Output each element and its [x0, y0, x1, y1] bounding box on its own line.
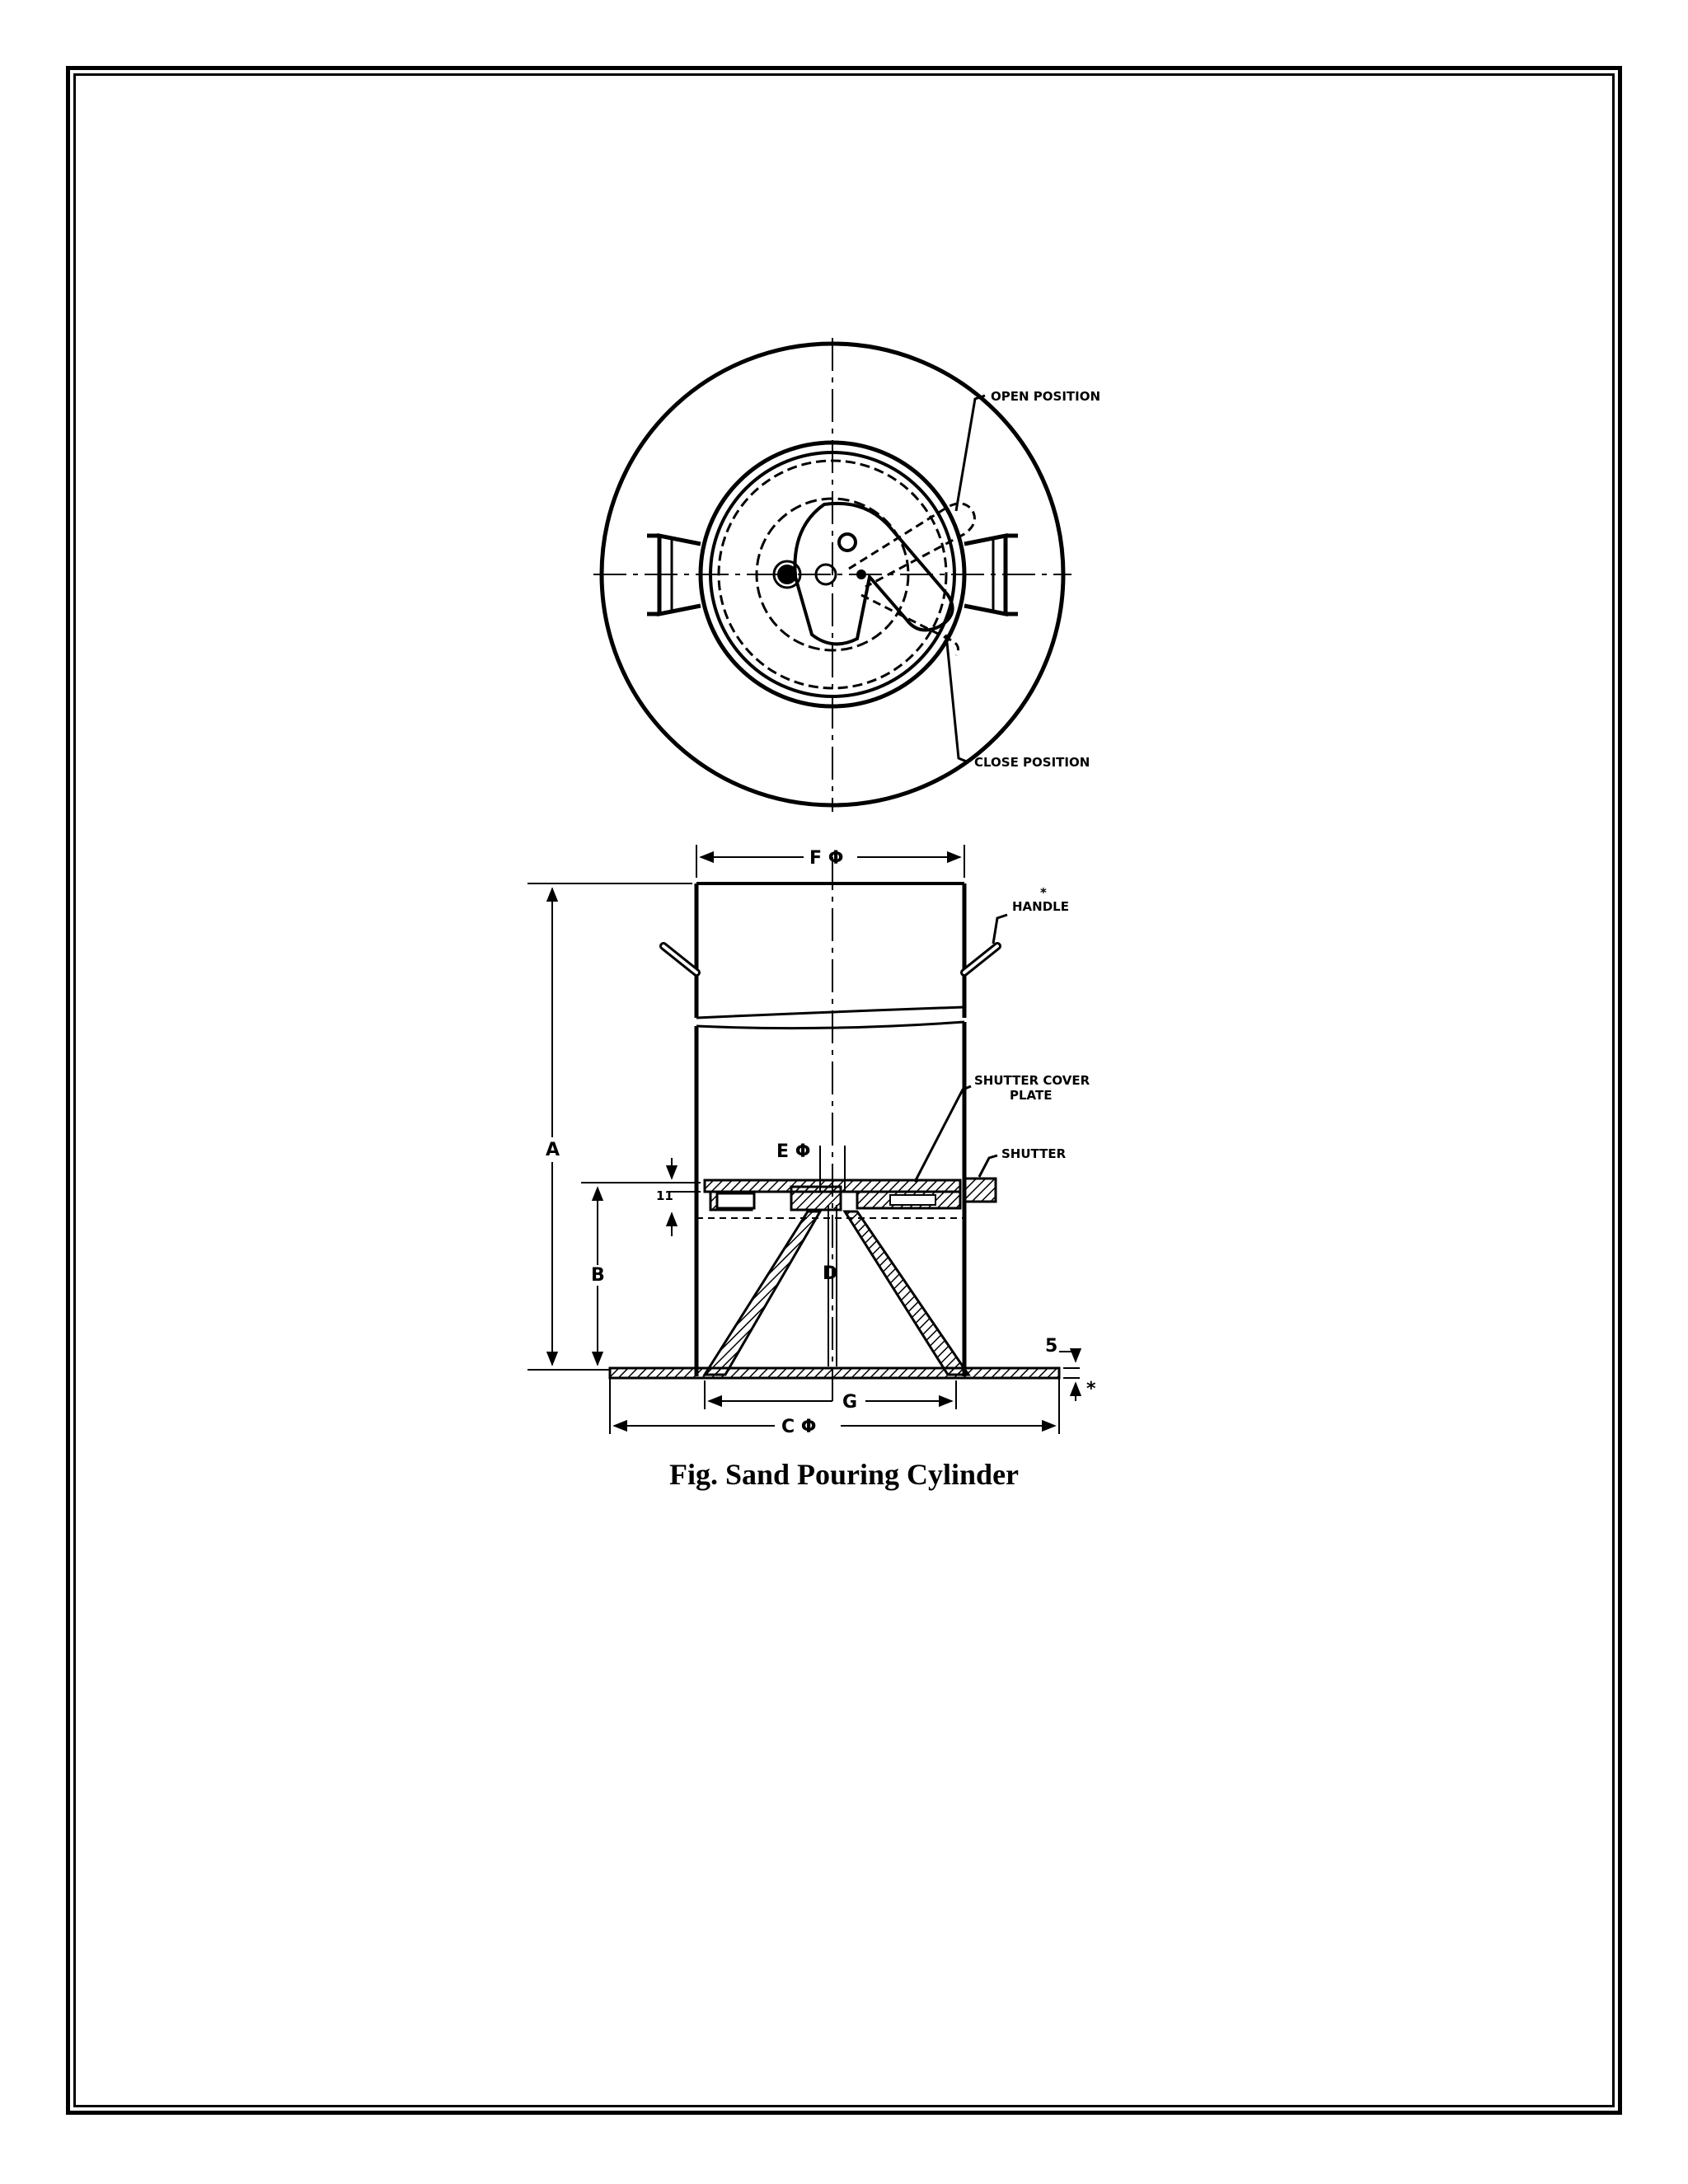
shutter-knob [963, 1177, 997, 1203]
base-plate [608, 1366, 1061, 1380]
figure-caption: Fig. Sand Pouring Cylinder [668, 1458, 1020, 1491]
cone-left [702, 1210, 823, 1376]
dimension-d: D [823, 1263, 837, 1284]
left-handle-plan [647, 532, 701, 617]
shutter-hole [837, 532, 857, 552]
page-border-inner [73, 73, 1615, 2107]
handle-right [960, 942, 1001, 977]
shutter-cover-plate-label-2: PLATE [1010, 1088, 1052, 1103]
pouring-hole [814, 563, 837, 586]
dimension-e: E Φ [776, 1141, 810, 1162]
shutter-open-outline [848, 502, 976, 588]
page-border-outer [66, 66, 1622, 2115]
elevation-view [528, 845, 1082, 1434]
shutter-leader [978, 1154, 998, 1178]
dimension-plate-thickness: 11 [656, 1188, 673, 1203]
dimension-c: C Φ [781, 1417, 817, 1437]
dimension-f: F Φ [809, 848, 843, 869]
plan-view [593, 338, 1071, 812]
dimension-g: G [842, 1392, 857, 1413]
dimension-base-thickness: 5 [1045, 1336, 1057, 1357]
dimension-base-mark: * [1086, 1379, 1096, 1399]
handle-label: HANDLE [1012, 899, 1069, 914]
close-position-leader [945, 634, 969, 764]
right-handle-plan [964, 532, 1018, 617]
shutter-cover-plate-label-1: SHUTTER COVER [974, 1073, 1090, 1088]
close-position-label: CLOSE POSITION [974, 755, 1090, 770]
dimension-a: A [546, 1140, 560, 1160]
shutter-plate [793, 501, 954, 646]
handle-left [659, 942, 701, 977]
open-position-leader [954, 394, 986, 512]
handle-leader [992, 913, 1008, 944]
open-position-label: OPEN POSITION [991, 389, 1100, 404]
cone-right [842, 1210, 971, 1376]
handle-mark: * [1040, 885, 1047, 900]
dimension-b: B [591, 1265, 605, 1286]
shutter-cover-plate-leader [913, 1085, 972, 1183]
shutter-label: SHUTTER [1001, 1146, 1067, 1161]
